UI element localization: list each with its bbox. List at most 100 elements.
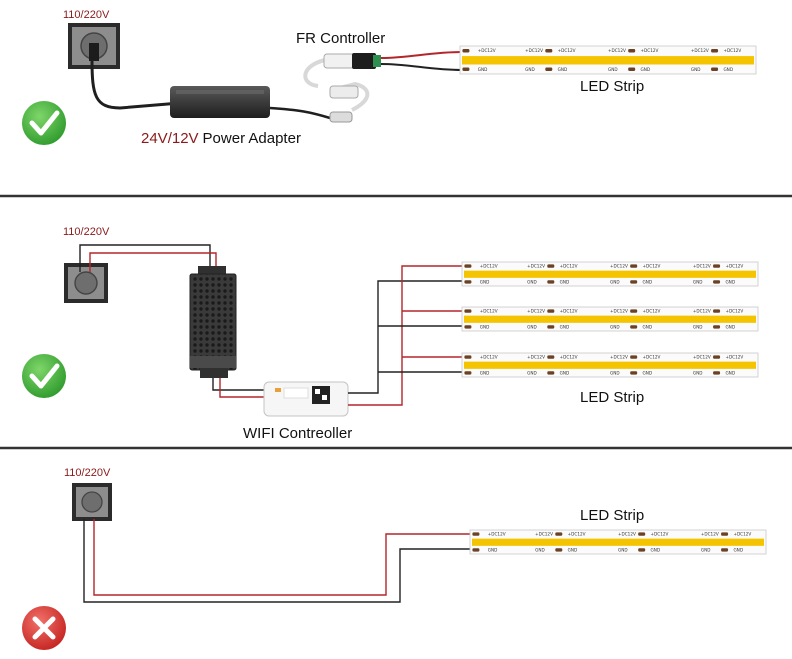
solder-pad [630, 309, 638, 313]
solder-pad [547, 309, 555, 313]
strip-ground-marking: GND [725, 371, 735, 376]
strip-label: LED Strip [580, 507, 644, 524]
solder-pad [472, 532, 480, 536]
cob-led-band [464, 361, 756, 369]
strip-ground-marking: GND [641, 67, 651, 72]
strip-ground-marking: GND [693, 371, 703, 376]
strip-ground-marking: GND [480, 371, 490, 376]
strip-ground-marking: GND [560, 371, 570, 376]
solder-pad [547, 355, 555, 359]
solder-pad [547, 264, 555, 268]
solder-pad [713, 264, 721, 268]
strip-ground-marking: GND [527, 371, 537, 376]
strip-ground-marking: GND [608, 67, 618, 72]
solder-pad [638, 548, 646, 552]
panel-adapter-wiring: 110/220V FR Controller [22, 9, 757, 147]
solder-pad [711, 49, 719, 53]
solder-pad [713, 355, 721, 359]
solder-pad [630, 280, 638, 284]
strip-ground-marking: GND [733, 548, 743, 553]
strip-label: LED Strip [580, 78, 644, 95]
solder-pad [464, 355, 472, 359]
solder-pad [713, 309, 721, 313]
strip-positive-marking: +DC12V [723, 48, 741, 53]
strip-positive-marking: +DC12V [478, 48, 496, 53]
wall-socket-icon [68, 23, 120, 69]
strip-ground-marking: GND [478, 67, 488, 72]
strip-ground-marking: GND [725, 280, 735, 285]
strip-positive-marking: +DC12V [643, 354, 661, 359]
strip-positive-marking: +DC12V [693, 354, 711, 359]
strip-ground-marking: GND [525, 67, 535, 72]
strip-ground-marking: GND [560, 325, 570, 330]
led-strip: +DC12VGND+DC12VGND+DC12VGND+DC12VGND+DC1… [469, 529, 767, 555]
strip-positive-marking: +DC12V [641, 48, 659, 53]
strip-positive-marking: +DC12V [643, 263, 661, 268]
strip-ground-marking: GND [643, 325, 653, 330]
cob-led-band [464, 315, 756, 323]
solder-pad [713, 280, 721, 284]
strip-ground-marking: GND [643, 280, 653, 285]
strip-ground-marking: GND [610, 280, 620, 285]
strip-label: LED Strip [580, 389, 644, 406]
led-strip: +DC12VGND+DC12VGND+DC12VGND+DC12VGND+DC1… [461, 261, 759, 287]
cross-icon [22, 606, 66, 650]
strip-positive-marking: +DC12V [608, 48, 626, 53]
strip-positive-marking: +DC12V [568, 531, 586, 536]
solder-pad [547, 325, 555, 329]
strip-ground-marking: GND [701, 548, 711, 553]
strip-ground-marking: GND [610, 371, 620, 376]
power-supply [189, 266, 237, 378]
strip-ground-marking: GND [527, 280, 537, 285]
solder-pad [555, 532, 563, 536]
adapter-label: Power Adapter [203, 130, 301, 147]
solder-pad [713, 371, 721, 375]
led-strip: +DC12VGND+DC12VGND+DC12VGND+DC12VGND+DC1… [461, 306, 759, 332]
solder-pad [638, 532, 646, 536]
strip-positive-marking: +DC12V [480, 263, 498, 268]
solder-pad [464, 371, 472, 375]
strip-ground-marking: GND [610, 325, 620, 330]
solder-pad [545, 67, 553, 71]
solder-pad [630, 371, 638, 375]
controller-label: WIFI Contreoller [243, 425, 352, 442]
strip-ground-marking: GND [558, 67, 568, 72]
controller-label: FR Controller [296, 30, 385, 47]
solder-pad [545, 49, 553, 53]
cob-led-band [472, 538, 764, 546]
solder-pad [464, 264, 472, 268]
solder-pad [713, 325, 721, 329]
solder-pad [630, 325, 638, 329]
strip-positive-marking: +DC12V [725, 263, 743, 268]
wall-socket-icon [64, 263, 108, 303]
led-strip: +DC12VGND+DC12VGND+DC12VGND+DC12VGND+DC1… [461, 352, 759, 378]
solder-pad [472, 548, 480, 552]
strip-positive-marking: +DC12V [610, 308, 628, 313]
strip-positive-marking: +DC12V [560, 354, 578, 359]
strip-ground-marking: GND [693, 325, 703, 330]
strip-positive-marking: +DC12V [733, 531, 751, 536]
solder-pad [628, 67, 636, 71]
solder-pad [462, 67, 470, 71]
solder-pad [630, 264, 638, 268]
power-adapter [170, 86, 270, 118]
solder-pad [462, 49, 470, 53]
strip-positive-marking: +DC12V [527, 308, 545, 313]
adapter-voltage-label: 24V/12V [141, 130, 199, 147]
strip-ground-marking: GND [480, 325, 490, 330]
strip-ground-marking: GND [560, 280, 570, 285]
strip-positive-marking: +DC12V [560, 308, 578, 313]
led-strip: +DC12V GND +DC12V GND +DC12V GND +DC12V GND +DC1… [459, 45, 757, 75]
strip-positive-marking: +DC12V [725, 354, 743, 359]
strip-ground-marking: GND [480, 280, 490, 285]
solder-pad [711, 67, 719, 71]
strip-ground-marking: GND [725, 325, 735, 330]
strip-ground-marking: GND [693, 280, 703, 285]
strip-positive-marking: +DC12V [691, 48, 709, 53]
strip-positive-marking: +DC12V [693, 308, 711, 313]
strip-ground-marking: GND [488, 548, 498, 553]
solder-pad [630, 355, 638, 359]
check-icon [22, 354, 66, 398]
solder-pad [555, 548, 563, 552]
